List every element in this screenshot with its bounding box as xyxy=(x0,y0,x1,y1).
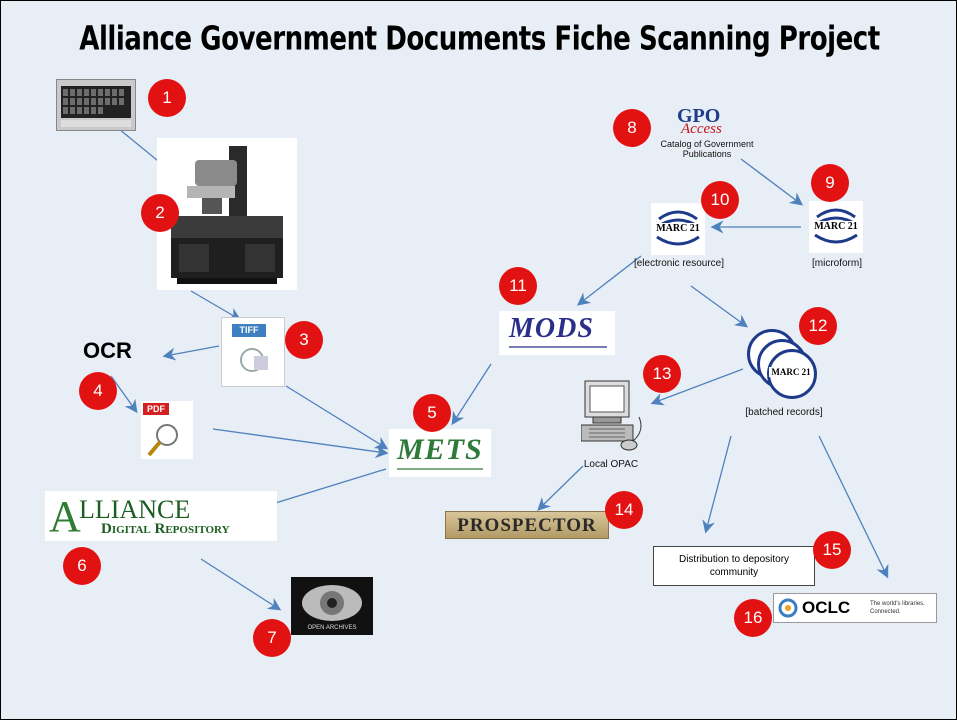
opac-computer-image xyxy=(581,379,651,455)
arrow-3-to-mets xyxy=(285,385,389,450)
marc21-logo-electronic: MARC 21 xyxy=(651,203,705,255)
arrow-batch-to-opac xyxy=(650,368,744,406)
tiff-file-icon: TIFF xyxy=(221,317,285,387)
batched-records-caption: [batched records] xyxy=(745,407,823,418)
microfiche-image xyxy=(56,79,136,131)
distribution-box: Distribution to depository community xyxy=(653,546,815,586)
gpo-access-logo: GPO Access xyxy=(675,105,733,137)
pdf-label: PDF xyxy=(143,403,169,415)
step-badge-7: 7 xyxy=(253,619,291,657)
microform-caption: [microform] xyxy=(812,258,862,269)
arrow-marc10-to-mods xyxy=(576,255,642,306)
marc-text-10: MARC 21 xyxy=(653,223,703,234)
step-badge-9: 9 xyxy=(811,164,849,202)
mods-logo: MODS xyxy=(499,311,615,355)
oclc-tagline: The world's libraries. Connected. xyxy=(870,601,925,615)
gpo-logo-bottom: Access xyxy=(681,121,722,137)
alliance-word: LLIANCE xyxy=(79,495,191,524)
alliance-logo: A LLIANCE Digital Repository xyxy=(45,491,277,541)
tiff-label: TIFF xyxy=(232,324,266,337)
arrow-gpo-to-marc9 xyxy=(740,158,804,206)
distribution-text: Distribution to depository community xyxy=(678,554,790,578)
open-archives-text: OPEN ARCHIVES xyxy=(307,625,357,631)
pdf-file-icon: PDF xyxy=(141,401,193,459)
step-badge-6: 6 xyxy=(63,547,101,585)
marc-text-12: MARC 21 xyxy=(769,367,813,377)
mets-logo: METS xyxy=(389,429,491,477)
batched-marc-records: MARC 21 xyxy=(747,329,817,399)
scanner-image xyxy=(157,138,297,290)
ocr-label: OCR xyxy=(83,338,132,363)
step-badge-11: 11 xyxy=(499,267,537,305)
oclc-logo: OCLC The world's libraries. Connected. xyxy=(773,593,937,623)
marc21-logo-microform: MARC 21 xyxy=(809,201,863,253)
mods-text: MODS xyxy=(509,313,594,344)
step-badge-1: 1 xyxy=(148,79,186,117)
arrow-ocr-to-pdf xyxy=(110,375,138,414)
step-badge-10: 10 xyxy=(701,181,739,219)
slide-title: Alliance Government Documents Fiche Scan… xyxy=(79,18,880,58)
arrow-opac-to-prospector xyxy=(537,465,584,511)
arrow-mets-to-alliance xyxy=(253,468,387,513)
open-archives-logo: OPEN ARCHIVES xyxy=(291,577,373,635)
marc-text-9: MARC 21 xyxy=(811,221,861,232)
arrow-mods-to-mets xyxy=(451,363,492,426)
arrow-pdf-to-mets xyxy=(212,428,389,459)
arrow-2-to-3 xyxy=(190,290,242,321)
prospector-text: PROSPECTOR xyxy=(457,515,597,536)
prospector-logo: PROSPECTOR xyxy=(445,511,609,539)
step-badge-13: 13 xyxy=(643,355,681,393)
alliance-a: A xyxy=(49,492,81,541)
step-badge-16: 16 xyxy=(734,599,772,637)
step-badge-4: 4 xyxy=(79,372,117,410)
step-badge-12: 12 xyxy=(799,307,837,345)
alliance-sub: Digital Repository xyxy=(101,521,230,537)
step-badge-14: 14 xyxy=(605,491,643,529)
local-opac-caption: Local OPAC xyxy=(583,459,639,470)
electronic-resource-caption: [electronic resource] xyxy=(633,258,725,269)
arrow-batch-to-oclc xyxy=(818,435,889,579)
step-badge-15: 15 xyxy=(813,531,851,569)
step-badge-2: 2 xyxy=(141,194,179,232)
arrow-batch-to-distribution xyxy=(702,435,732,534)
gpo-logo-top: GPO xyxy=(677,105,721,127)
step-badge-3: 3 xyxy=(285,321,323,359)
mets-text: METS xyxy=(397,433,483,466)
arrow-3-to-ocr xyxy=(162,345,220,361)
oclc-text: OCLC xyxy=(802,598,851,617)
arrow-marc10-to-batch xyxy=(690,285,749,328)
step-badge-8: 8 xyxy=(613,109,651,147)
arrow-alliance-to-oa xyxy=(200,558,282,611)
gpo-caption: Catalog of Government Publications xyxy=(660,139,754,159)
step-badge-5: 5 xyxy=(413,394,451,432)
